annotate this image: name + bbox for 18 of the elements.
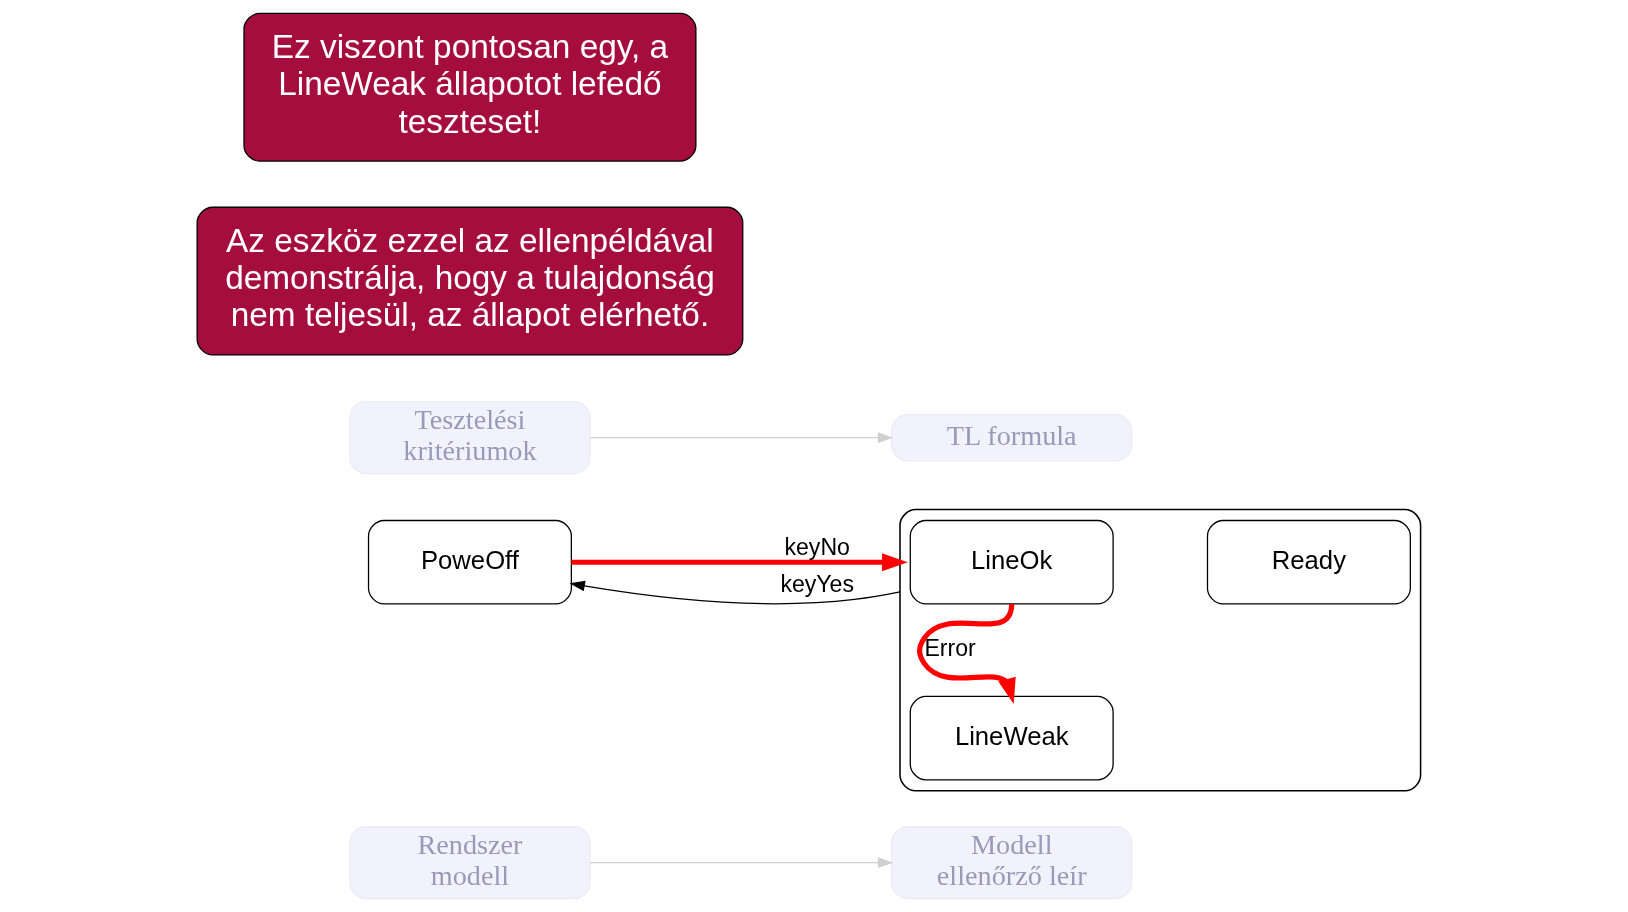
- edge-label: Error: [924, 635, 976, 662]
- arrow: [589, 432, 894, 444]
- node-box: Modell ellenőrző leír: [891, 826, 1133, 900]
- node-box: TL formula: [891, 413, 1133, 462]
- cluster: [899, 508, 1422, 792]
- node-box: Tesztelési kritériumok: [349, 401, 591, 475]
- node-box: Rendszer modell: [349, 826, 591, 900]
- node-box: Ez viszont pontosan egy, a LineWeak állapotot lefedő teszteset!: [243, 12, 697, 162]
- arrow: [571, 553, 908, 572]
- node-box: LineOk: [909, 519, 1114, 605]
- node-box: LineWeak: [909, 695, 1114, 781]
- node-box: Az eszköz ezzel az ellenpéldával demonstrálja, hogy a tulajdonság nem teljesül, az állapot elérhető.: [196, 206, 744, 356]
- edge-label: keyYes: [780, 571, 855, 598]
- edge-label: keyNo: [784, 534, 850, 561]
- arrow: [589, 857, 894, 869]
- arrow: [569, 580, 901, 605]
- node-box: PoweOff: [367, 519, 572, 605]
- node-box: Ready: [1206, 519, 1411, 605]
